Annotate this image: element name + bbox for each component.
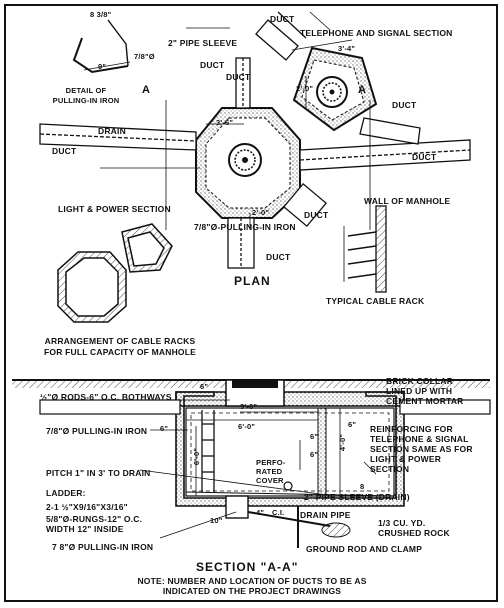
perforated-cover-3: COVER (256, 476, 284, 485)
duct-label-upper-mid: DUCT (226, 72, 251, 82)
sec-dim-h40: 4'-0" (338, 433, 348, 452)
sec-dim-top6: 6" (200, 382, 209, 391)
plan-title: PLAN (234, 274, 271, 288)
sec-dim-b8: 8 (360, 482, 365, 491)
sec-dim-s6a: 6" (160, 424, 169, 433)
section-marker-right: A (358, 84, 367, 96)
duct-label-lower-right: DUCT (304, 210, 329, 220)
brick-collar-1: BRICK COLLAR (386, 376, 454, 386)
telephone-manhole-plan (292, 46, 378, 132)
sec-dim-s6d: 6" (310, 450, 319, 459)
sec-dim-h60: 6'-0" (192, 447, 202, 466)
light-power-section-label: LIGHT & POWER SECTION (58, 204, 171, 214)
pipe-sleeve-drain-label: 2" PIPE SLEEVE (DRAIN) (304, 492, 410, 502)
pulling-iron-detail (72, 19, 131, 74)
cable-rack-arrangement (57, 223, 173, 323)
reinforcing-1: REINFORCING FOR (370, 424, 453, 434)
section-marker-left: A (142, 84, 151, 96)
detail-caption-2: PULLING-IN IRON (52, 96, 120, 105)
brick-collar-3: CEMENT MORTAR (386, 396, 464, 406)
duct-label-right: DUCT (412, 152, 437, 162)
drain-label: DRAIN (98, 126, 126, 136)
plan-dim-a: 3'-6" (216, 118, 234, 127)
note-line-1: NOTE: NUMBER AND LOCATION OF DUCTS TO BE… (137, 576, 367, 586)
typical-cable-rack (343, 205, 387, 293)
reinforcing-5: SECTION (370, 464, 410, 474)
duct-label-bottom: DUCT (266, 252, 291, 262)
typical-cable-rack-label: TYPICAL CABLE RACK (326, 296, 425, 306)
main-manhole-plan (195, 107, 301, 219)
section-manhole-body (39, 379, 491, 548)
sec-dim-w36: 3'-6" (240, 402, 258, 411)
detail-caption-1: DETAIL OF (65, 86, 107, 95)
sec-dim-b4: 4" (256, 508, 265, 517)
pipe-sleeve-label: 2" PIPE SLEEVE (168, 38, 238, 48)
duct-label-left: DUCT (52, 146, 77, 156)
plan-dim-b: 3'-4" (338, 44, 356, 53)
detail-dim-bottom: 9" (98, 62, 107, 71)
detail-diameter: 7/8"Ø (134, 52, 155, 61)
sec-dim-b10: 10" (210, 516, 223, 525)
section-title: SECTION "A-A" (196, 560, 299, 574)
sec-dim-s6b: 6" (310, 432, 319, 441)
note-line-2: INDICATED ON THE PROJECT DRAWINGS (162, 586, 342, 596)
perforated-cover-1: PERFO- (256, 458, 286, 467)
pitch-label: PITCH 1" IN 3' TO DRAIN (46, 468, 151, 478)
section-pulling-iron-left: 7/8"Ø PULLING-IN IRON (46, 426, 148, 436)
plan-dimension-lines (100, 11, 371, 230)
ground-rod-label: GROUND ROD AND CLAMP (306, 544, 423, 554)
sec-dim-s6c: 6" (348, 420, 357, 429)
detail-dim-top: 8 3/8" (90, 10, 112, 19)
crushed-rock-2: CRUSHED ROCK (378, 528, 450, 538)
plan-dim-c: 2'-0" (296, 84, 314, 93)
ladder-rails: 2-1 ½"X9/16"X3/16" (46, 502, 128, 512)
reinforcing-2: TELEPHONE & SIGNAL (370, 434, 469, 444)
telephone-section-label: TELEPHONE AND SIGNAL SECTION (300, 28, 453, 38)
ladder-rungs: 5/8"Ø-RUNGS-12" O.C. (46, 514, 143, 524)
ladder-width: WIDTH 12" INSIDE (46, 524, 124, 534)
rods-label: ½"Ø RODS-6" O.C. BOTHWAYS (40, 392, 172, 402)
duct-label-right-upper: DUCT (392, 100, 417, 110)
wall-of-manhole-label: WALL OF MANHOLE (364, 196, 451, 206)
arrangement-caption-1: ARRANGEMENT OF CABLE RACKS (44, 336, 196, 346)
reinforcing-3: SECTION SAME AS FOR (370, 444, 473, 454)
sec-dim-w60: 6'-0" (238, 422, 256, 431)
sec-dim-ci: C.I. (272, 508, 285, 517)
duct-label-upper-left: DUCT (200, 60, 225, 70)
plan-dim-d: 2'-0" (252, 208, 270, 217)
reinforcing-4: LIGHT & POWER (370, 454, 442, 464)
plan-pulling-iron-label: 7/8"Ø-PULLING-IN IRON (194, 222, 296, 232)
duct-label-top: DUCT (270, 14, 295, 24)
section-pulling-iron-bottom: 7 8"Ø PULLING-IN IRON (52, 542, 154, 552)
perforated-cover-2: RATED (256, 467, 283, 476)
arrangement-caption-2: FOR FULL CAPACITY OF MANHOLE (44, 347, 196, 357)
ladder-label: LADDER: (46, 488, 86, 498)
plan-ducts (39, 11, 471, 269)
drain-pipe-label: DRAIN PIPE (300, 510, 351, 520)
section-dimension-lines (139, 399, 377, 539)
crushed-rock-1: 1/3 CU. YD. (378, 518, 426, 528)
brick-collar-2: LINED UP WITH (386, 386, 453, 396)
